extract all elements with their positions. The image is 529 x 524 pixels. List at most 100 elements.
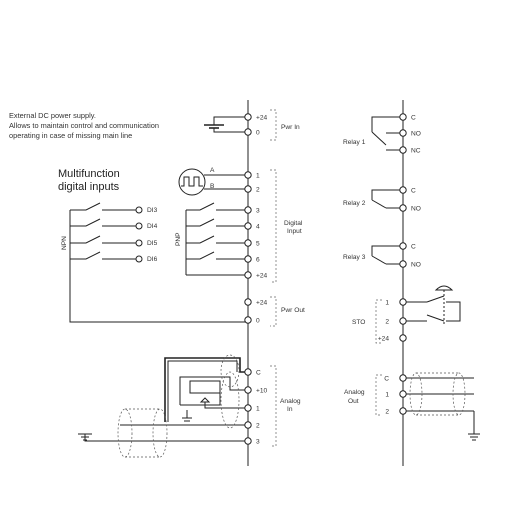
terminal-di3 [135,206,143,214]
encoder-label-b: B [210,183,215,190]
analog-in-shield-icon [117,354,240,458]
terminal-pwr-in-0 [244,113,252,121]
multifunction-title-line-1: Multifunction [58,168,120,180]
terminal-label-relay1-1: NO [411,130,421,137]
terminal-label-analog-in-4: 3 [256,438,260,445]
terminal-label-relay2-0: C [411,187,416,194]
analog-out-label-2: Out [348,398,359,405]
note-line-2: Allows to maintain control and communica… [9,121,159,130]
multifunction-title-line-2: digital inputs [58,181,120,193]
dc-battery-icon [204,116,248,133]
terminal-label-analog-in-0: C [256,369,261,376]
terminal-analog-out-0 [399,374,407,382]
relay-3-label: Relay 3 [343,254,366,261]
terminal-relay2-1 [399,204,407,212]
terminal-relay2-0 [399,186,407,194]
terminal-label-pwr-out-1: 0 [256,317,260,324]
terminal-label-relay1-2: NC [411,147,421,154]
terminal-di5 [135,239,143,247]
analog-out-shield-icon [409,372,466,416]
di6-label: DI6 [147,256,158,263]
relay-2-label: Relay 2 [343,200,366,207]
terminal-label-sto-1: 2 [385,318,389,325]
analog-in-wiring [84,357,248,442]
relay-1-contacts [371,116,403,151]
terminal-relay3-0 [399,242,407,250]
terminal-label-analog-out-1: 1 [385,391,389,398]
pwr-out-label: Pwr Out [281,307,305,314]
terminal-sto-1 [399,317,407,325]
terminal-digital-6 [244,271,252,279]
terminal-label-digital-2: 3 [256,207,260,214]
di-terminals [135,206,143,263]
terminal-digital-1 [244,185,252,193]
terminal-relay1-2 [399,146,407,154]
terminal-sto-2 [399,334,407,342]
terminal-analog-out-1 [399,390,407,398]
terminal-label-relay2-1: NO [411,205,421,212]
terminal-relay1-1 [399,129,407,137]
terminal-di6 [135,255,143,263]
note-line-1: External DC power supply. [9,111,96,120]
power-supply-note: External DC power supply. Allows to main… [9,111,159,140]
di3-label: DI3 [147,207,158,214]
npn-common-wire [69,210,248,323]
pnp-switches [186,202,248,260]
analog-out-wiring [403,377,480,441]
analog-in-label-1: Analog [280,398,301,405]
terminal-digital-4 [244,239,252,247]
encoder-label-a: A [210,167,215,174]
di4-label: DI4 [147,223,158,230]
terminal-label-analog-in-1: +10 [256,387,268,394]
terminal-analog-in-0 [244,368,252,376]
sto-emergency-switch [403,285,461,326]
terminal-digital-0 [244,171,252,179]
terminal-sto-0 [399,298,407,306]
npn-label: NPN [61,236,68,250]
terminal-analog-in-4 [244,437,252,445]
terminal-label-digital-6: +24 [256,272,268,279]
terminal-label-pwr-in-0: +24 [256,114,268,121]
terminal-label-relay3-1: NO [411,261,421,268]
digital-input-label-1: Digital [284,220,303,227]
terminal-relay3-1 [399,260,407,268]
terminal-relay1-0 [399,113,407,121]
analog-out-label-1: Analog [344,389,365,396]
sto-label: STO [352,319,365,326]
pwr-in-label: Pwr In [281,124,300,131]
sto-bracket [375,299,382,344]
di5-label: DI5 [147,240,158,247]
terminal-label-analog-in-3: 2 [256,422,260,429]
terminal-di4 [135,222,143,230]
terminal-label-pwr-in-1: 0 [256,129,260,136]
terminal-digital-2 [244,206,252,214]
encoder-icon [178,168,206,196]
terminal-analog-out-2 [399,407,407,415]
relay-1-label: Relay 1 [343,139,366,146]
terminal-label-digital-0: 1 [256,172,260,179]
terminal-label-relay3-0: C [411,243,416,250]
terminal-analog-in-2 [244,404,252,412]
terminal-analog-in-1 [244,386,252,394]
terminal-label-pwr-out-0: +24 [256,299,268,306]
terminal-digital-5 [244,255,252,263]
terminal-digital-3 [244,222,252,230]
terminal-analog-in-3 [244,421,252,429]
terminal-label-relay1-0: C [411,114,416,121]
terminal-label-analog-out-0: C [384,375,389,382]
analog-in-label-2: In [287,406,293,413]
terminal-label-digital-5: 6 [256,256,260,263]
terminal-pwr-out-1 [244,316,252,324]
note-line-3: operating in case of missing main line [9,131,132,140]
terminal-label-digital-4: 5 [256,240,260,247]
ground-icon [78,417,192,441]
relay-2-contacts [371,189,403,209]
left-group-brackets [270,109,277,447]
terminal-label-sto-0: 1 [385,299,389,306]
analog-out-bracket [375,374,382,416]
terminal-label-sto-2: +24 [378,335,390,342]
terminal-label-digital-3: 4 [256,223,260,230]
